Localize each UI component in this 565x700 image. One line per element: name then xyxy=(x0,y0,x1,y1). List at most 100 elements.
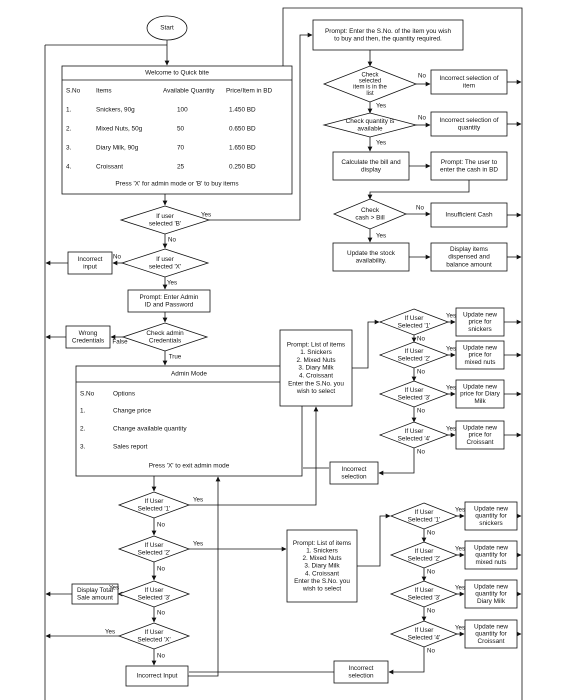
price-update-1-box xyxy=(455,307,505,337)
price-update-4-line-3: Croissant xyxy=(467,439,494,446)
price-update-3-box xyxy=(455,379,505,409)
start-terminal xyxy=(146,15,188,41)
wrong-credentials-line-2: Credentials xyxy=(72,337,104,344)
connectors xyxy=(44,7,523,700)
label-sel1-no: No xyxy=(157,522,165,529)
label-item-no: No xyxy=(418,73,426,80)
admin-footer: Press 'X' to exit admin mode xyxy=(149,463,230,470)
decision-selected-b-diamond xyxy=(119,205,211,235)
decision-admin-sel-1-line-1: If User xyxy=(145,498,165,505)
incorrect-selection-quantity-line-1: Incorrect xyxy=(349,665,374,672)
list-items-quantity-line-3: 2. Mixed Nuts xyxy=(302,555,341,562)
calculate-bill-line-2: display xyxy=(361,166,382,173)
quantity-update-4-line-3: Croissant xyxy=(478,638,505,645)
decision-check-admin-line-1: Check admin xyxy=(146,330,184,337)
price-update-3-line-3: Milk xyxy=(474,398,486,405)
label-sel3-no: No xyxy=(157,610,165,617)
quantity-decision-3-line-1: If User xyxy=(415,587,435,594)
quantity-update-2-line-2: quantity for xyxy=(475,552,507,559)
menu-row-1-col-3: 100 xyxy=(177,107,188,114)
menu-row-4-col-4: 0.250 BD xyxy=(229,164,256,171)
menu-row-1-col-1: 1. xyxy=(66,107,72,114)
prompt-cash-line-1: Prompt: The user to xyxy=(441,159,498,166)
decision-check-qty-line-2: available xyxy=(357,125,383,132)
menu-row-2-col-1: 2. xyxy=(66,126,72,133)
quantity-decision-3-line-2: Selected '3' xyxy=(408,594,441,601)
list-items-price-line-3: 2. Mixed Nuts xyxy=(296,357,335,364)
welcome-title: Welcome to Quick bite xyxy=(145,70,209,77)
prompt-cash-box xyxy=(430,151,508,181)
quantity-update-2-box xyxy=(464,540,518,570)
decision-selected-x-line-2: selected 'X' xyxy=(149,263,181,270)
insufficient-cash-line-1: Insufficient Cash xyxy=(445,212,493,219)
menu-row-3-col-2: Diary Milk, 90g xyxy=(96,145,139,152)
decision-check-cash-line-2: cash > Bill xyxy=(355,214,384,221)
quantity-decision-1-line-1: If User xyxy=(415,509,435,516)
list-items-price-line-4: 3. Diary Milk xyxy=(298,365,334,372)
admin-row-2-num: 2. xyxy=(80,426,86,433)
label-quantity-yes-2: Yes xyxy=(455,546,465,553)
update-stock-line-1: Update the stock xyxy=(347,250,396,257)
label-price-no-1: No xyxy=(417,336,425,343)
display-total-sale-line-1: Display Total xyxy=(77,587,113,594)
label-quantity-no-3: No xyxy=(427,608,435,615)
edge-cash-check xyxy=(367,180,470,200)
quantity-update-3-line-3: Diary Milk xyxy=(477,598,506,605)
admin-row-1-label: Change price xyxy=(113,408,151,415)
insufficient-cash-box xyxy=(430,202,508,228)
label-sel1-yes: Yes xyxy=(193,497,203,504)
admin-header-1: S.No xyxy=(80,391,95,398)
prompt-admin-credentials-box xyxy=(127,289,211,313)
price-update-2-box xyxy=(455,340,505,370)
quantity-decision-4-line-1: If User xyxy=(415,627,435,634)
price-decision-2-line-2: Selected '2' xyxy=(398,355,431,362)
wrong-credentials-line-1: Wrong xyxy=(79,330,98,337)
list-items-quantity-line-2: 1. Snickers xyxy=(306,547,338,554)
quantity-update-1-line-1: Update new xyxy=(474,505,508,512)
price-decision-4-diamond xyxy=(378,421,450,449)
label-x-yes: Yes xyxy=(167,280,177,287)
prompt-admin-credentials-line-2: ID and Password xyxy=(145,301,194,308)
decision-admin-sel-x-line-2: Selected 'X' xyxy=(137,636,170,643)
label-item-yes: Yes xyxy=(376,103,386,110)
list-items-price-line-7: wish to select xyxy=(296,388,336,395)
label-b-yes: Yes xyxy=(201,212,211,219)
list-items-quantity-box xyxy=(286,529,358,603)
price-decision-4-line-1: If User xyxy=(405,428,425,435)
decision-admin-sel-1-diamond xyxy=(117,491,191,519)
edge-right-loop-spine xyxy=(282,7,523,700)
decision-check-cash-diamond xyxy=(332,198,408,230)
admin-row-2-label: Change available quantity xyxy=(113,426,187,433)
price-update-3-line-1: Update new xyxy=(463,383,497,390)
list-items-price-box xyxy=(279,329,353,407)
list-items-price-line-1: Prompt: List of items xyxy=(287,341,345,348)
label-check-true: True xyxy=(169,354,182,361)
update-stock-box xyxy=(332,242,410,272)
incorrect-quantity-line-2: quantity xyxy=(458,124,481,131)
quantity-update-3-line-1: Update new xyxy=(474,583,508,590)
quantity-update-2-line-1: Update new xyxy=(474,544,508,551)
decision-selected-x-line-1: If user xyxy=(156,256,175,263)
list-items-quantity-line-5: 4. Croissant xyxy=(305,570,339,577)
decision-check-qty-diamond xyxy=(322,112,418,138)
list-items-price-line-6: Enter the S.No. you xyxy=(288,380,344,387)
label-price-yes-4: Yes xyxy=(446,426,456,433)
edge-incorrect-bottom-loop xyxy=(188,476,221,677)
admin-table-box xyxy=(75,365,303,477)
list-items-quantity-line-7: wish to select xyxy=(302,585,342,592)
price-update-4-box xyxy=(455,420,505,450)
edge-sel1-yes xyxy=(189,406,319,506)
incorrect-selection-price-box xyxy=(329,461,379,485)
quantity-update-1-line-2: quantity for xyxy=(475,513,507,520)
incorrect-selection-quantity-line-2: selection xyxy=(348,672,374,679)
decision-selected-b-line-2: selected 'B' xyxy=(149,220,181,227)
label-quantity-no-1: No xyxy=(427,530,435,537)
price-decision-2-line-1: If User xyxy=(405,348,425,355)
label-qty-yes: Yes xyxy=(376,140,386,147)
menu-header-4: Price/Item in BD xyxy=(226,88,273,95)
menu-header-2: Items xyxy=(96,88,112,95)
menu-row-3-col-4: 1.650 BD xyxy=(229,145,256,152)
label-quantity-no-4: No xyxy=(427,648,435,655)
calculate-bill-line-1: Calculate the bill and xyxy=(341,159,401,166)
